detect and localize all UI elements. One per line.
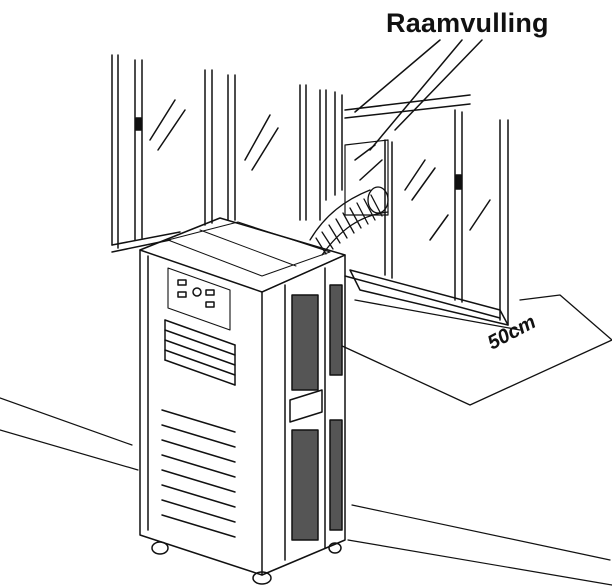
window-right-frame (334, 91, 509, 326)
exhaust-hose (309, 186, 389, 256)
window-left-frame (111, 54, 327, 253)
clearance-area (339, 294, 612, 406)
room-lines (0, 397, 612, 586)
window-filler-panel (344, 39, 483, 216)
air-conditioner-unit (139, 217, 346, 585)
window-filler-label: Raamvulling (386, 8, 549, 38)
